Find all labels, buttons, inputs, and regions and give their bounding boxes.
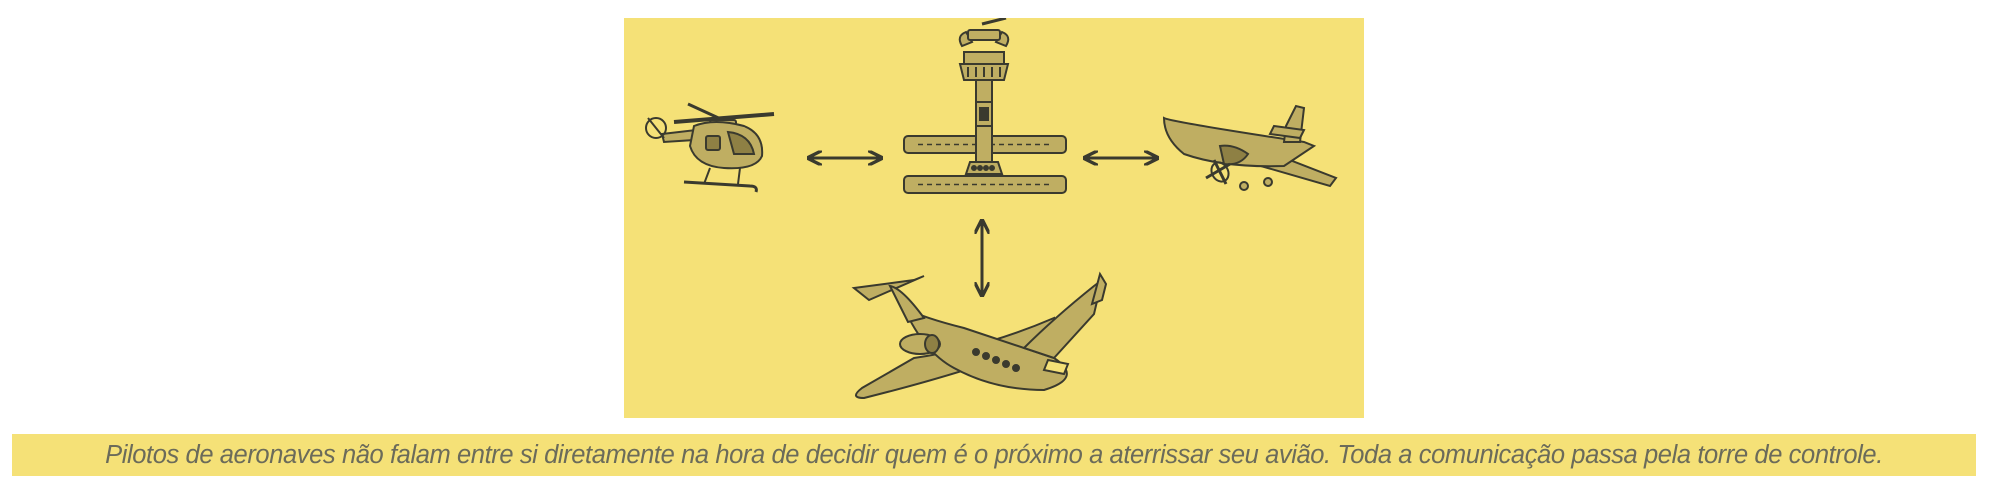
helicopter-icon: [645, 102, 775, 193]
caption-highlight: Pilotos de aeronaves não falam entre si …: [12, 434, 1976, 476]
caption: Pilotos de aeronaves não falam entre si …: [105, 441, 1883, 469]
small-plane-icon: [1162, 104, 1338, 191]
control-tower-icon: [958, 18, 1010, 175]
mediator-illustration: [624, 18, 1364, 418]
jet-airplane-icon: [851, 271, 1108, 400]
double-arrow-icon: [810, 158, 1156, 294]
